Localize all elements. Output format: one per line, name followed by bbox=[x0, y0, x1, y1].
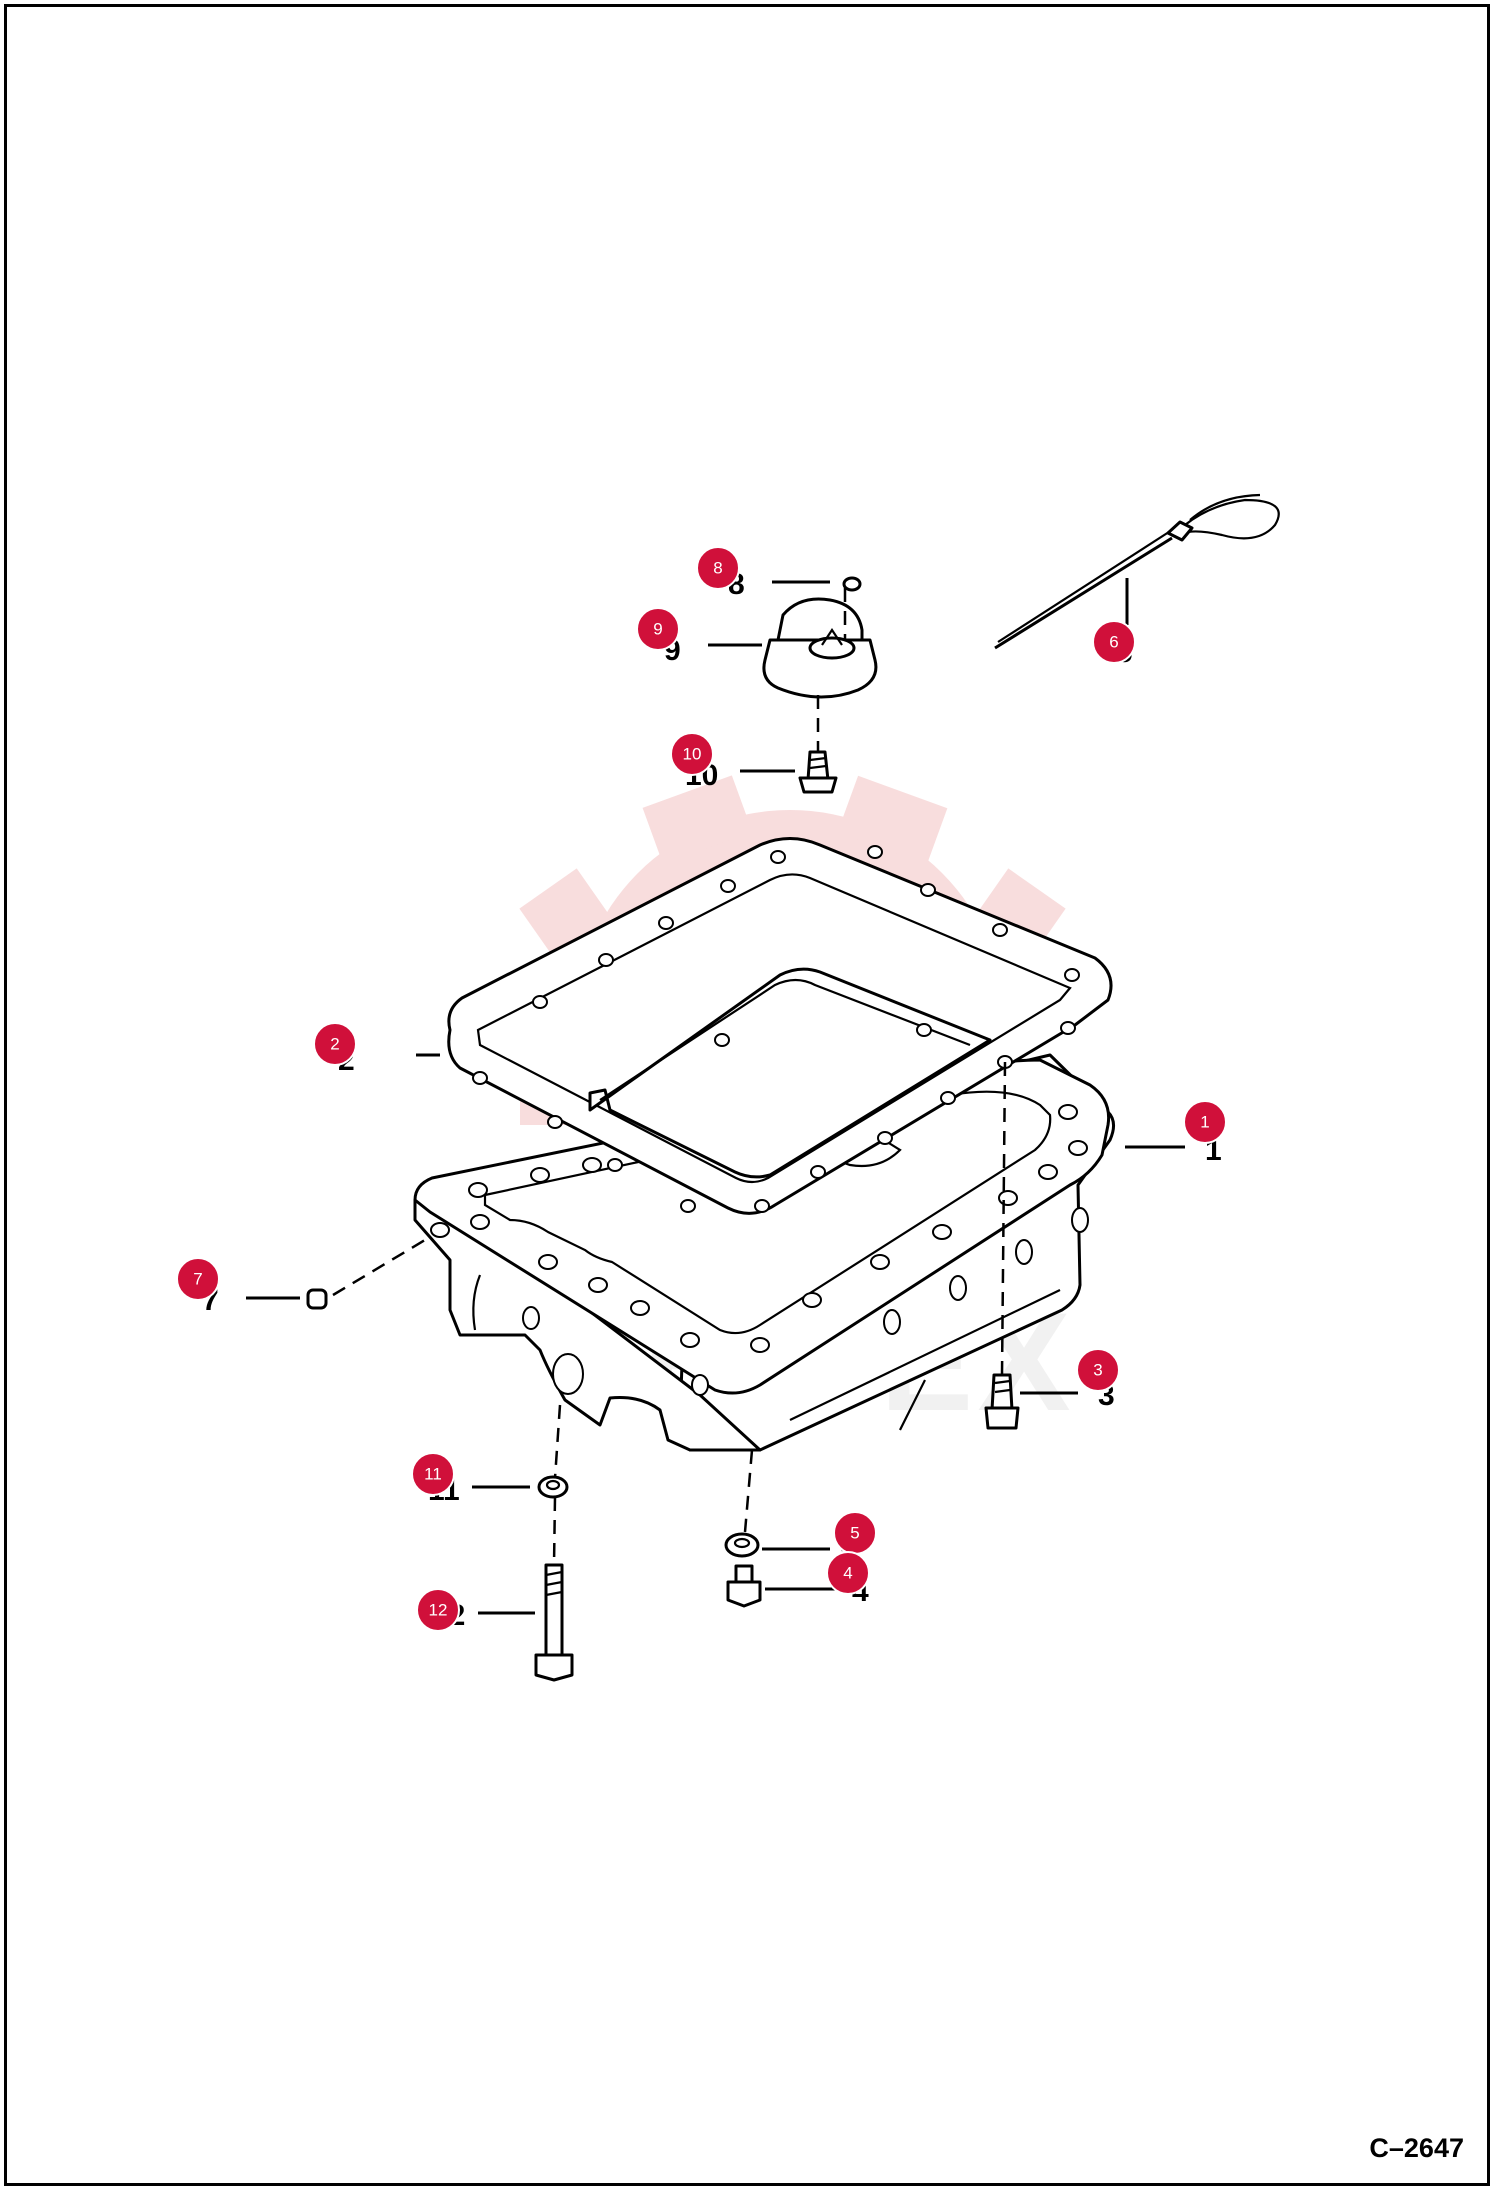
callout-badge-7[interactable]: 7 bbox=[176, 1257, 220, 1301]
long-bolt-washer-part bbox=[537, 1475, 569, 1499]
diagram-frame bbox=[4, 4, 1490, 2186]
callout-badge-11[interactable]: 11 bbox=[411, 1452, 455, 1496]
gasket-part bbox=[447, 837, 1113, 1215]
svg-text:4: 4 bbox=[843, 1564, 852, 1583]
callout-badge-5[interactable]: 5 bbox=[833, 1511, 877, 1555]
figure-code: C–2647 bbox=[1369, 2133, 1464, 2163]
svg-text:1: 1 bbox=[1200, 1113, 1209, 1132]
callout-badge-2[interactable]: 2 bbox=[313, 1022, 357, 1066]
svg-text:2: 2 bbox=[330, 1035, 339, 1054]
svg-text:8: 8 bbox=[713, 559, 722, 578]
callout-badge-10[interactable]: 10 bbox=[670, 732, 714, 776]
callout-badges: 8 9 10 6 2 1 7 3 11 5 4 12 bbox=[176, 546, 1227, 1632]
callout-badge-4[interactable]: 4 bbox=[826, 1551, 870, 1595]
callout-badge-8[interactable]: 8 bbox=[696, 546, 740, 590]
svg-text:7: 7 bbox=[193, 1270, 202, 1289]
svg-text:10: 10 bbox=[683, 745, 702, 764]
o-ring-part bbox=[842, 576, 862, 592]
callout-badge-9[interactable]: 9 bbox=[636, 607, 680, 651]
callout-badge-1[interactable]: 1 bbox=[1183, 1100, 1227, 1144]
pan-bolt-holes bbox=[430, 1104, 1088, 1353]
svg-text:6: 6 bbox=[1109, 633, 1118, 652]
callout-badge-3[interactable]: 3 bbox=[1076, 1348, 1120, 1392]
cap-bolt-part bbox=[798, 750, 838, 794]
gasket-bolt-holes bbox=[472, 845, 1080, 1213]
side-plug-part bbox=[306, 1288, 328, 1310]
long-bolt-part bbox=[534, 1563, 574, 1682]
svg-text:11: 11 bbox=[424, 1465, 442, 1484]
drain-plug-part bbox=[726, 1564, 762, 1608]
assembly-lines bbox=[332, 588, 1007, 1566]
svg-text:5: 5 bbox=[850, 1524, 859, 1543]
drain-washer-part bbox=[724, 1532, 760, 1558]
callout-badge-12[interactable]: 12 bbox=[416, 1588, 460, 1632]
callout-badge-6[interactable]: 6 bbox=[1092, 620, 1136, 664]
svg-text:3: 3 bbox=[1093, 1361, 1102, 1380]
pan-bolt-part bbox=[984, 1373, 1020, 1430]
dipstick-part bbox=[994, 493, 1280, 650]
leader-lines bbox=[246, 578, 1185, 1615]
filler-neck-part bbox=[762, 576, 878, 699]
svg-text:9: 9 bbox=[653, 620, 662, 639]
svg-text:12: 12 bbox=[429, 1601, 448, 1620]
